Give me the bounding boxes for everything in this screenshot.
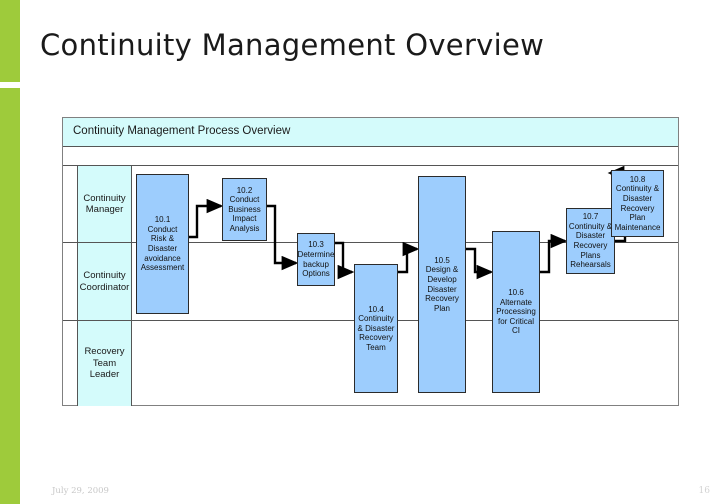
accent-bar-top xyxy=(0,0,20,82)
diagram-header-title: Continuity Management Process Overview xyxy=(73,125,291,137)
page-title: Continuity Management Overview xyxy=(40,28,545,62)
diagram-header: Continuity Management Process Overview xyxy=(63,118,678,147)
footer-date: July 29, 2009 xyxy=(52,486,109,496)
accent-bar-bottom xyxy=(0,88,20,504)
footer-page-number: 16 xyxy=(698,486,710,496)
process-diagram: Continuity Management Process Overview C… xyxy=(62,117,679,406)
diagram-subheader-bar xyxy=(63,147,678,166)
